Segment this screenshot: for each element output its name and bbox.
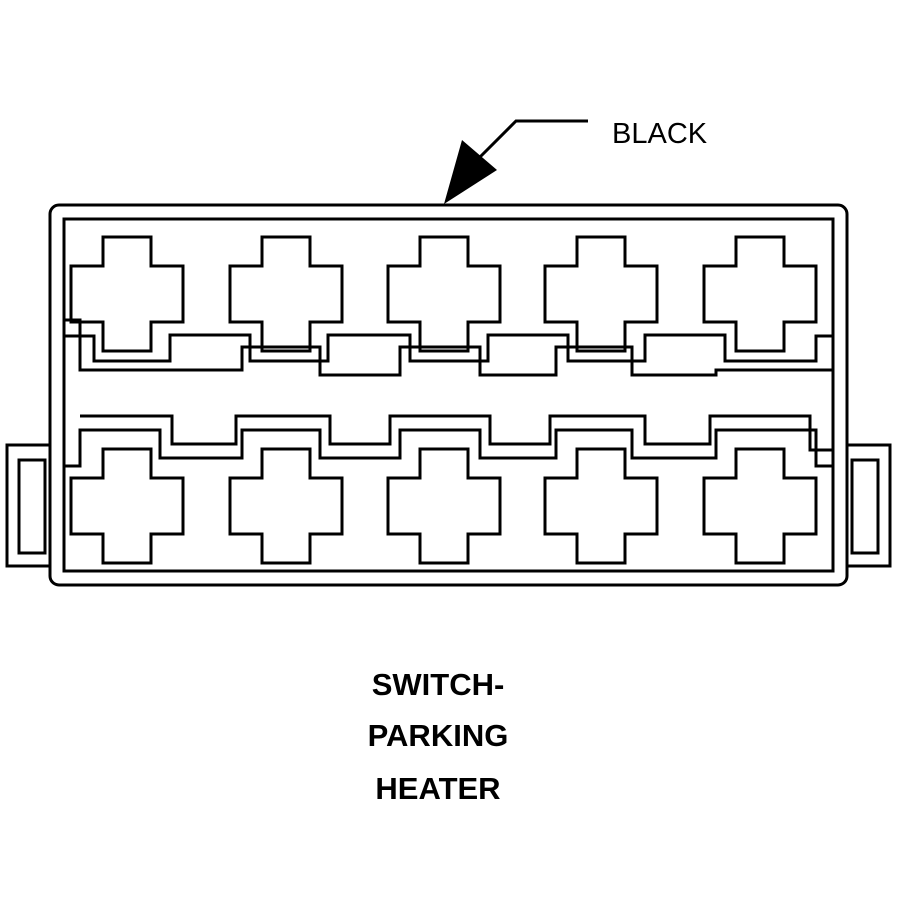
housing-inner [62, 217, 835, 573]
cavity-r2-c2 [228, 447, 344, 565]
upper-polarization-rib [64, 318, 833, 377]
cavity-r1-c1 [69, 235, 185, 353]
title-line-3: HEATER [375, 771, 500, 806]
cavity-r2-c3 [386, 447, 502, 565]
cavity-r2-c5 [702, 447, 818, 565]
callout-leader [444, 119, 588, 204]
cavity-r1-c2 [228, 235, 344, 353]
callout-color-label: BLACK [612, 118, 708, 150]
cavity-r1-c3 [386, 235, 502, 353]
title-line-1: SWITCH- [372, 667, 505, 702]
cavity-r1-c4 [543, 235, 659, 353]
lower-polarization-rib [64, 414, 833, 468]
left-lock-tab [5, 443, 50, 568]
title-line-2: PARKING [368, 718, 509, 753]
cavity-r1-c5 [702, 235, 818, 353]
component-name: SWITCH- PARKING HEATER [368, 667, 509, 806]
housing-outer [48, 203, 849, 587]
cavity-r2-c4 [543, 447, 659, 565]
terminal-cavities [69, 235, 818, 565]
cavity-r2-c1 [69, 447, 185, 565]
callout-arrowhead [444, 140, 497, 204]
right-lock-tab [847, 443, 892, 568]
connector-housing [48, 203, 849, 587]
